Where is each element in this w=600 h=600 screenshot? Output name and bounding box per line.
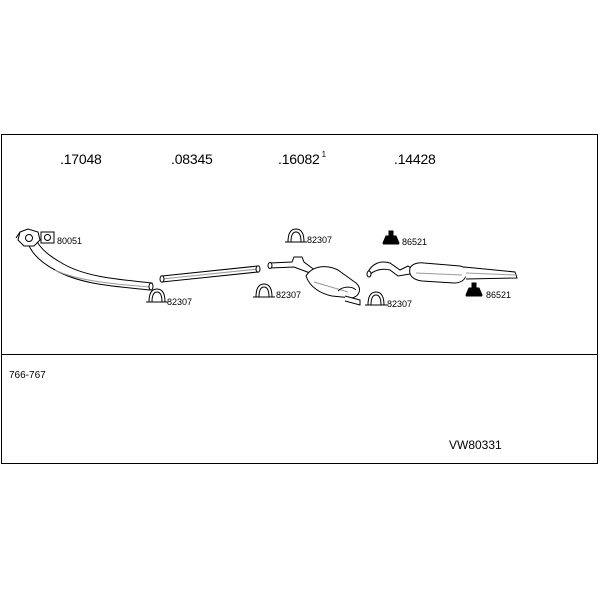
clamp-drawing-3[interactable] bbox=[253, 283, 275, 298]
front-pipe-drawing[interactable] bbox=[15, 228, 154, 291]
rear-silencer-drawing[interactable] bbox=[366, 261, 518, 284]
accessory-label-mount-1[interactable]: 86521 bbox=[402, 237, 428, 247]
kit-code: VW80331 bbox=[449, 438, 502, 452]
center-silencer-drawing[interactable] bbox=[267, 256, 361, 306]
part-number-middle-pipe[interactable]: .08345 bbox=[171, 151, 213, 167]
accessory-label-gasket[interactable]: 80051 bbox=[57, 236, 83, 246]
diagram-divider bbox=[1, 354, 598, 355]
accessory-label-clamp-4[interactable]: 82307 bbox=[387, 299, 413, 309]
accessory-label-clamp-3[interactable]: 82307 bbox=[276, 290, 302, 300]
part-number-rear-silencer[interactable]: .14428 bbox=[394, 151, 436, 167]
clamp-drawing-1[interactable] bbox=[146, 288, 168, 303]
clamp-drawing-2[interactable] bbox=[285, 228, 307, 243]
diagram-frame bbox=[1, 134, 598, 464]
accessory-label-clamp-2[interactable]: 82307 bbox=[307, 235, 333, 245]
footnote-text: 766-767 bbox=[9, 370, 46, 381]
accessory-label-mount-2[interactable]: 86521 bbox=[486, 290, 512, 300]
rubber-mount-drawing-2[interactable] bbox=[465, 282, 483, 297]
gasket-drawing[interactable] bbox=[40, 231, 55, 244]
rubber-mount-drawing-1[interactable] bbox=[382, 230, 400, 245]
middle-pipe-drawing[interactable] bbox=[159, 265, 261, 283]
accessory-label-clamp-1[interactable]: 82307 bbox=[167, 297, 193, 307]
clamp-drawing-4[interactable] bbox=[365, 291, 387, 306]
part-number-front-pipe[interactable]: .17048 bbox=[60, 151, 102, 167]
